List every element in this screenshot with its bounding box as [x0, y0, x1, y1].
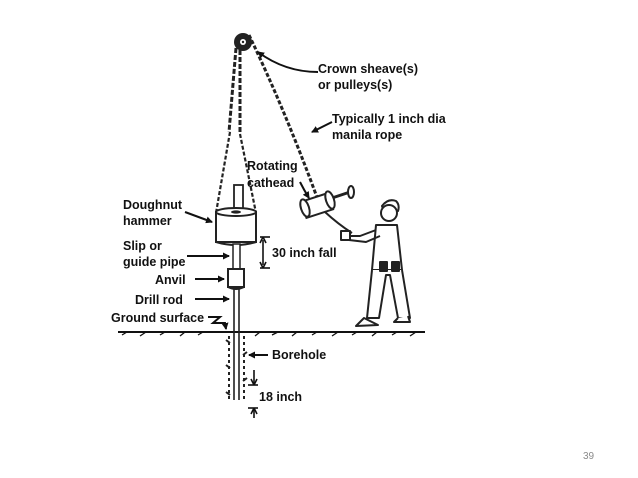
arrow-ground: [208, 316, 229, 330]
guide-pipe: [232, 243, 241, 270]
label-hammer-2: hammer: [123, 214, 172, 228]
operator-rope: [324, 211, 353, 234]
arrow-cathead: [299, 181, 310, 199]
operator-figure: [340, 199, 411, 327]
label-arrows: [184, 51, 333, 359]
ground-line: [118, 331, 425, 337]
anvil-icon: [227, 268, 245, 290]
label-crown-sheave-2: or pulleys(s): [318, 78, 392, 92]
cathead-icon: [299, 185, 355, 220]
label-hammer: Doughnut: [123, 198, 183, 212]
fall-dimension: [259, 236, 270, 269]
depth-dimension: [248, 370, 258, 418]
label-cathead: Rotating: [247, 159, 298, 173]
page-number: 39: [583, 451, 595, 462]
label-crown-sheave: Crown sheave(s): [318, 62, 418, 76]
label-slip-pipe: Slip or: [123, 239, 162, 253]
label-rope: Typically 1 inch dia: [332, 112, 447, 126]
borehole: [225, 336, 248, 402]
label-depth: 18 inch: [259, 390, 302, 404]
label-cathead-2: cathead: [247, 176, 294, 190]
label-fall: 30 inch fall: [272, 246, 337, 260]
label-rope-2: manila rope: [332, 128, 402, 142]
doughnut-hammer-icon: [215, 207, 257, 246]
label-ground-surface: Ground surface: [111, 311, 204, 325]
arrow-crown: [257, 51, 319, 73]
drill-rod: [233, 289, 240, 400]
arrow-hammer: [184, 211, 213, 224]
arrow-rope: [311, 121, 333, 133]
label-borehole: Borehole: [272, 348, 326, 362]
label-slip-pipe-2: guide pipe: [123, 255, 186, 269]
label-drill-rod: Drill rod: [135, 293, 183, 307]
label-anvil: Anvil: [155, 273, 186, 287]
crown-sheave-icon: [234, 33, 252, 51]
tripod-legs: [227, 47, 242, 134]
hammer-chains: [214, 131, 258, 214]
